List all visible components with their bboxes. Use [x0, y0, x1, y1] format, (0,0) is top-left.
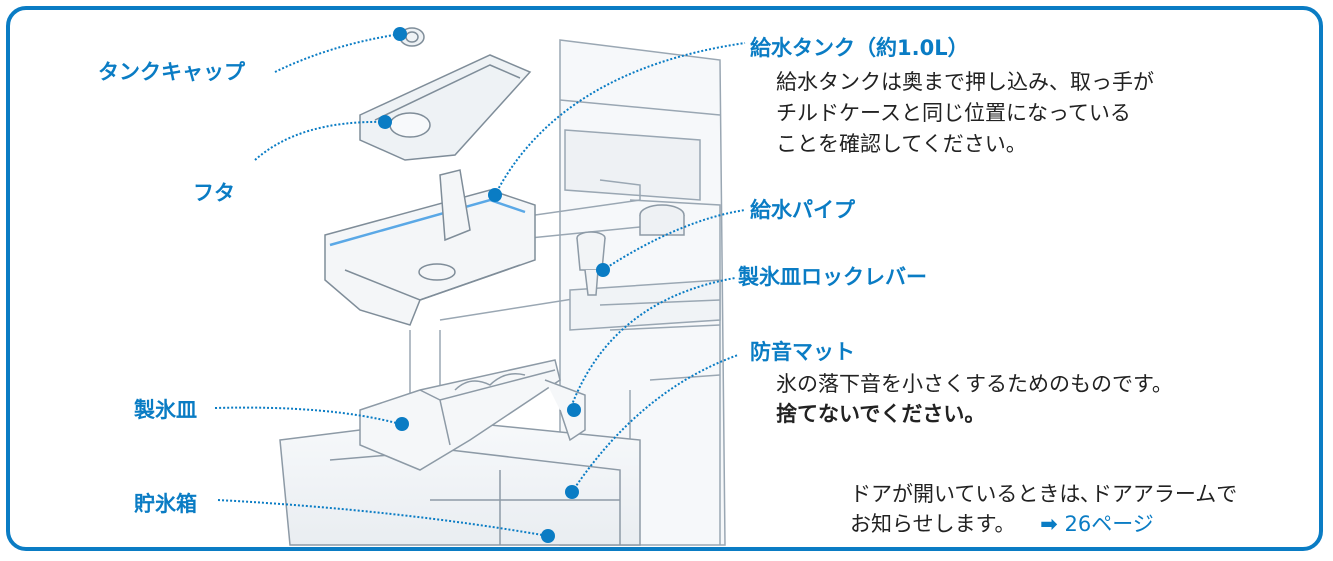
tank-desc-line2: チルドケースと同じ位置になっている [776, 101, 1131, 125]
tray-label: 製氷皿 [134, 398, 197, 422]
water-tank [324, 169, 536, 326]
tank-desc-line1: 給水タンクは奥まで押し込み、取っ手が [776, 70, 1154, 94]
tank-desc-line3: ことを確認してください。 [776, 132, 1027, 156]
pipe-label: 給水パイプ [750, 198, 855, 222]
fridge-body [409, 39, 726, 546]
tank-cap-label: タンクキャップ [98, 60, 245, 84]
note-line1: ドアが開いているときは､ドアアラームで [850, 482, 1238, 506]
pipe-socket [639, 204, 685, 236]
tray-lock-label: 製氷皿ロックレバー [738, 265, 927, 289]
lid-label: フタ [193, 181, 235, 205]
page-reference-link[interactable]: 26ページ [1064, 512, 1154, 536]
mat-desc-line1: 氷の落下音を小さくするためのものです。 [776, 372, 1173, 396]
note-line2: お知らせします。 ➡ 26ページ [850, 514, 1154, 535]
tank-label: 給水タンク（約1.0L） [750, 36, 969, 60]
bin-label: 貯氷箱 [134, 492, 197, 516]
ice-tray [359, 359, 586, 471]
callout-dots [378, 27, 610, 543]
water-pipe [576, 231, 606, 296]
note-line2-text: お知らせします。 [850, 512, 1016, 536]
tank-lid [359, 54, 532, 161]
leader-lines [214, 33, 746, 537]
arrow-right-icon: ➡ [1040, 512, 1058, 536]
mat-label: 防音マット [750, 340, 855, 364]
mat-desc-line2: 捨てないでください。 [776, 402, 986, 426]
